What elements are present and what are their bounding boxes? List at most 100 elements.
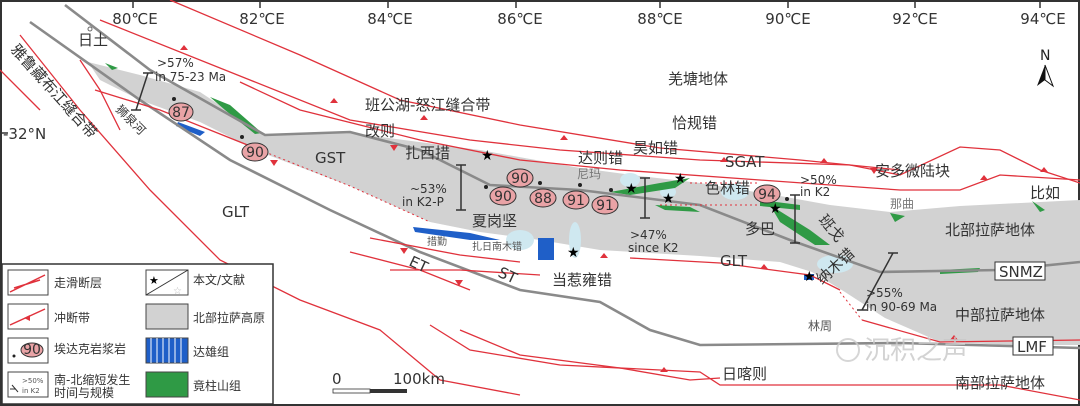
legend-strike-slip: 走滑断层	[7, 269, 102, 296]
svg-text:冲断带: 冲断带	[54, 310, 90, 325]
label-duoba: 多巴	[745, 220, 775, 238]
svg-text:80℃E: 80℃E	[112, 10, 157, 28]
label-snmz: SNMZ	[999, 263, 1043, 281]
label-sgat: SGAT	[725, 153, 765, 171]
legend-adakite: 90 埃达克岩浆岩	[7, 337, 126, 364]
watermark: 沉积之声	[836, 336, 968, 366]
label-selincuo: 色林错	[705, 179, 750, 197]
svg-text:92℃E: 92℃E	[892, 10, 937, 28]
adakite-ellipses: 87 90 90 90 88 91 91 94	[168, 102, 781, 215]
svg-text:in K2: in K2	[22, 387, 40, 395]
north-arrow: N	[1037, 48, 1055, 88]
svg-text:88℃E: 88℃E	[637, 10, 682, 28]
svg-text:91: 91	[567, 193, 585, 209]
svg-text:竟柱山组: 竟柱山组	[193, 378, 241, 393]
svg-text:90: 90	[494, 189, 512, 205]
shortening-labels: >57% in 75-23 Ma ~53% in K2-P >47% since…	[155, 56, 937, 314]
legend-plateau: 北部拉萨高原	[145, 303, 265, 330]
svg-text:82℃E: 82℃E	[239, 10, 284, 28]
svg-text:91: 91	[596, 198, 614, 214]
longitude-ticks	[2, 2, 1041, 134]
svg-text:87: 87	[172, 105, 190, 121]
svg-text:★: ★	[149, 274, 159, 287]
label-rikaze: 日喀则	[722, 365, 767, 383]
svg-text:沉积之声: 沉积之声	[864, 336, 968, 366]
label-haorucuo: 昊如错	[633, 139, 678, 157]
svg-text:0: 0	[332, 370, 342, 388]
label-glt-west: GLT	[222, 203, 250, 221]
svg-text:埃达克岩浆岩: 埃达克岩浆岩	[54, 341, 126, 356]
svg-text:86℃E: 86℃E	[497, 10, 542, 28]
thrust-teeth	[180, 45, 1048, 372]
label-glt-east: GLT	[720, 252, 748, 270]
svg-text:★: ★	[625, 181, 638, 197]
dotted-boundary	[259, 149, 863, 321]
svg-text:☆: ☆	[173, 286, 182, 297]
sample-star-icons: ★★★ ★★★ ★	[481, 148, 816, 285]
label-qiaguicuo: 恰规错	[672, 114, 717, 132]
suture-line-north	[64, 3, 1080, 274]
svg-text:北部拉萨高原: 北部拉萨高原	[193, 310, 265, 325]
label-gaize: 改则	[365, 122, 395, 140]
svg-text:★: ★	[803, 269, 816, 285]
svg-text:★: ★	[481, 148, 494, 164]
svg-text:90℃E: 90℃E	[765, 10, 810, 28]
svg-text:90: 90	[511, 171, 529, 187]
daxiong-formation	[176, 122, 814, 280]
svg-text:94: 94	[758, 187, 776, 203]
shortening-bars	[131, 72, 898, 311]
legend-star: ★ ☆ 本文/文献	[145, 269, 245, 297]
label-dangreyong: 当惹雍错	[552, 271, 612, 289]
label-central-lhasa: 中部拉萨地体	[955, 306, 1045, 324]
svg-text:★: ★	[674, 171, 687, 187]
sample-dots	[172, 97, 789, 201]
svg-text:>50%: >50%	[22, 377, 44, 385]
legend: 走滑断层 冲断带 90 埃达克岩浆岩 >50% in K2 南-北缩短发生 时间…	[1, 263, 274, 405]
svg-text:本文/文献: 本文/文献	[193, 272, 245, 287]
svg-text:90: 90	[23, 342, 41, 358]
lakes	[506, 173, 853, 273]
svg-text:时间与规模: 时间与规模	[54, 385, 114, 400]
svg-text:★: ★	[769, 201, 782, 217]
svg-text:in K2-P: in K2-P	[402, 195, 444, 209]
label-qiangtang: 羌塘地体	[668, 70, 728, 88]
svg-text:★: ★	[662, 191, 675, 207]
label-biru: 比如	[1030, 184, 1060, 202]
svg-text:in 75-23 Ma: in 75-23 Ma	[155, 70, 226, 84]
svg-text:>57%: >57%	[157, 56, 194, 70]
svg-text:N: N	[1040, 48, 1050, 64]
label-zhaxi: 扎西措	[405, 144, 450, 162]
latitude-label: -32°N	[3, 125, 46, 143]
label-anduo: 安多微陆块	[875, 162, 950, 180]
legend-thrust: 冲断带	[7, 303, 90, 330]
svg-text:88: 88	[534, 191, 552, 207]
label-nima: 尼玛	[577, 167, 601, 181]
label-lmf: LMF	[1017, 338, 1047, 356]
svg-text:>50%: >50%	[800, 173, 837, 187]
legend-jingzhushan: 竟柱山组	[145, 371, 241, 398]
label-zharinanmu: 扎日南木错	[472, 240, 522, 253]
label-naqu: 那曲	[890, 197, 914, 211]
label-north-lhasa: 北部拉萨地体	[945, 221, 1035, 239]
label-dazecuo: 达则错	[578, 149, 623, 167]
svg-text:94℃E: 94℃E	[1020, 10, 1065, 28]
svg-text:since K2: since K2	[628, 241, 679, 255]
svg-text:in 90-69 Ma: in 90-69 Ma	[866, 300, 937, 314]
longitude-labels: 80℃E 82℃E 84℃E 86℃E 88℃E 90℃E 92℃E 94℃E	[112, 10, 1065, 28]
label-cuoqin: 措勤	[427, 235, 447, 248]
svg-text:90: 90	[246, 145, 264, 161]
label-south-lhasa: 南部拉萨地体	[955, 374, 1045, 392]
scale-bar: 0 100km	[332, 370, 445, 394]
svg-text:84℃E: 84℃E	[367, 10, 412, 28]
label-bangong-suture: 班公湖-怒江缝合带	[365, 96, 490, 114]
label-linzhou: 林周	[808, 319, 832, 333]
svg-text:100km: 100km	[393, 370, 445, 388]
suture-line-south	[29, 20, 1080, 350]
legend-shortening: >50% in K2 南-北缩短发生 时间与规模	[7, 371, 130, 400]
label-xiagangjian: 夏岗坚	[472, 212, 517, 230]
label-gst: GST	[315, 149, 346, 167]
legend-daxiong: 达雄组	[145, 337, 229, 364]
svg-text:in K2: in K2	[800, 185, 830, 199]
